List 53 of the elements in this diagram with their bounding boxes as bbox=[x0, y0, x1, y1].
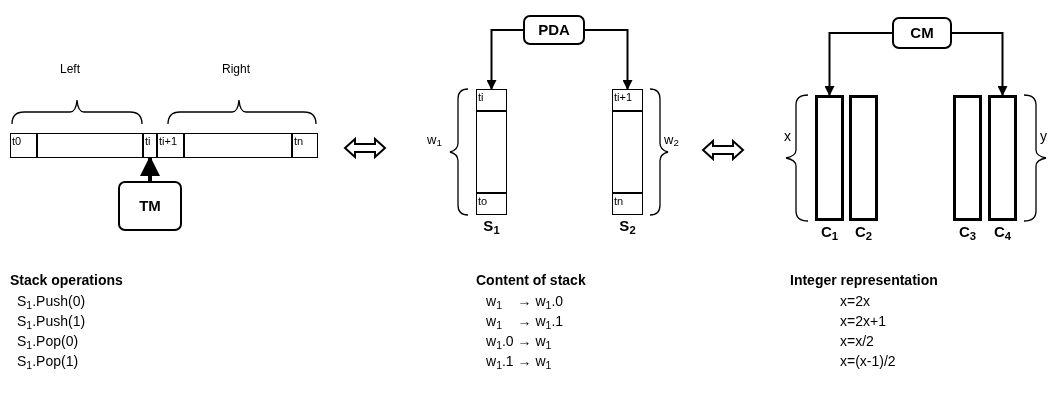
arrow bbox=[140, 156, 160, 181]
brace-label: w$_{2}$ bbox=[664, 132, 679, 149]
tape-cell: tn bbox=[612, 193, 643, 215]
tape-cell: ti bbox=[143, 133, 157, 158]
stack-content-text: w$_{1}$ → w$_{1}$.0 bbox=[486, 293, 564, 311]
tape-cell bbox=[476, 111, 507, 193]
machine-box: TM bbox=[118, 181, 182, 231]
formula-text: x=x/2 bbox=[840, 333, 874, 351]
tape-cell: ti+1 bbox=[157, 133, 184, 158]
formula-text: x=2x bbox=[840, 293, 870, 311]
brace-label: y bbox=[1040, 128, 1047, 146]
stack-name: S$_{2}$ bbox=[618, 218, 637, 233]
tape-cell: t0 bbox=[10, 133, 37, 158]
arrow bbox=[824, 32, 893, 96]
tape-cell bbox=[184, 133, 292, 158]
brace-label: w$_{1}$ bbox=[427, 132, 442, 149]
column-heading: Stack operations bbox=[10, 272, 123, 290]
tape-cell: ti bbox=[476, 89, 507, 111]
arrow bbox=[951, 32, 1008, 96]
tape-cell: tn bbox=[292, 133, 318, 158]
stack-column bbox=[476, 89, 507, 215]
stack-column bbox=[612, 89, 643, 215]
operation-text: S$_{1}$.Push(0) bbox=[17, 293, 86, 311]
stack-name: S$_{1}$ bbox=[482, 218, 501, 233]
stack-column bbox=[988, 95, 1017, 221]
stack-content-text: w$_{1}$.0 → w$_{1}$ bbox=[486, 333, 552, 351]
brace-label: Right bbox=[222, 62, 250, 77]
stack-name: C$_{3}$ bbox=[957, 224, 978, 239]
stack-name: C$_{1}$ bbox=[819, 224, 840, 239]
stack-name: C$_{2}$ bbox=[853, 224, 874, 239]
tape-cell: ti+1 bbox=[612, 89, 643, 111]
stack-column bbox=[953, 95, 982, 221]
stack-content-text: w$_{1}$.1 → w$_{1}$ bbox=[486, 353, 552, 371]
operation-text: S$_{1}$.Pop(1) bbox=[17, 353, 79, 371]
tape-cell bbox=[37, 133, 143, 158]
machine-box: CM bbox=[892, 17, 952, 49]
operation-text: S$_{1}$.Pop(0) bbox=[17, 333, 79, 351]
stack-name: C$_{4}$ bbox=[992, 224, 1013, 239]
operation-text: S$_{1}$.Push(1) bbox=[17, 313, 86, 331]
stack-column bbox=[815, 95, 844, 221]
stack-column bbox=[849, 95, 878, 221]
formula-text: x=2x+1 bbox=[840, 313, 886, 331]
tape-cell bbox=[612, 111, 643, 193]
brace-label: Left bbox=[60, 62, 80, 77]
tape bbox=[10, 133, 318, 158]
arrow bbox=[486, 29, 524, 90]
column-heading: Integer representation bbox=[790, 272, 938, 290]
machine-box: PDA bbox=[523, 15, 585, 45]
tape-cell: to bbox=[476, 193, 507, 215]
column-heading: Content of stack bbox=[476, 272, 586, 290]
stack-content-text: w$_{1}$ → w$_{1}$.1 bbox=[486, 313, 564, 331]
formula-text: x=(x-1)/2 bbox=[840, 353, 896, 371]
brace-label: x bbox=[784, 128, 791, 146]
